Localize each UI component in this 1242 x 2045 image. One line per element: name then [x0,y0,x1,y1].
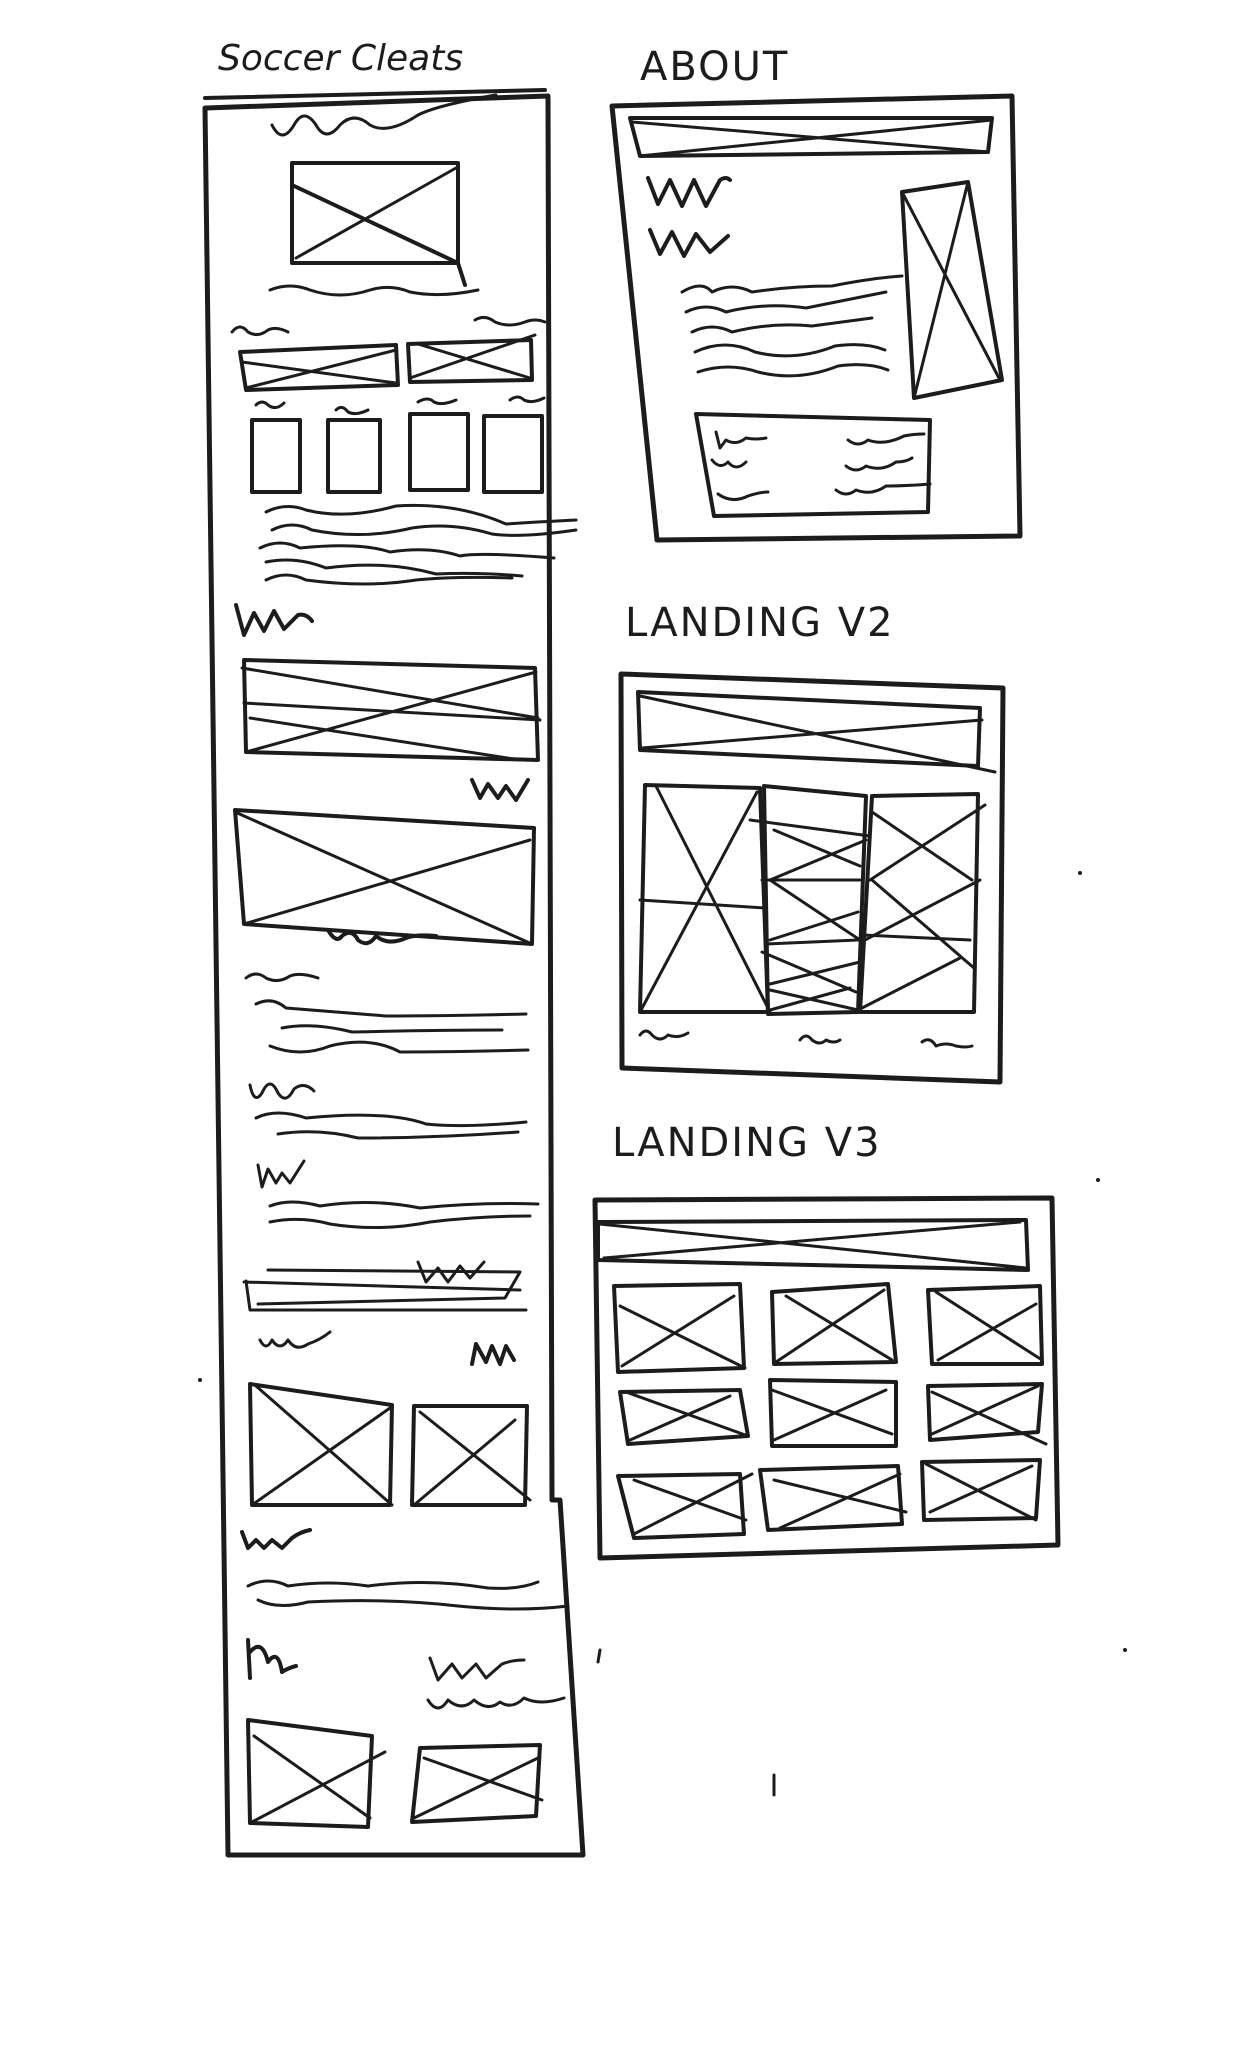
image-placeholder-icon [410,1743,544,1824]
image-placeholder-icon [406,333,537,384]
image-placeholder-icon [238,343,400,392]
image-placeholder-icon [858,792,987,1014]
landing-v3-title: LANDING V3 [612,1120,882,1166]
image-placeholder-icon [233,808,536,946]
image-placeholder-icon [618,1388,750,1446]
soccer-cleats-title: Soccer Cleats [218,38,464,79]
image-placeholder-icon [926,1284,1044,1366]
image-placeholder-icon [240,658,542,762]
image-placeholder-icon [612,1282,747,1374]
image-placeholder-icon [926,1382,1048,1446]
image-placeholder-icon [768,1378,898,1448]
image-placeholder-icon [248,1382,394,1507]
image-placeholder-icon [246,1718,387,1829]
about-title: ABOUT [640,44,790,90]
stray-marks [198,871,1127,1797]
image-placeholder-icon [748,784,872,1016]
image-placeholder-icon [410,1404,532,1507]
image-placeholder-icon [920,1458,1042,1522]
image-placeholder-icon [290,161,467,287]
image-placeholder-icon [616,1472,754,1540]
soccer-cleats-wireframe [202,88,586,1858]
image-placeholder-icon [758,1464,908,1532]
product-card-row [250,395,546,494]
landing-v2-wireframe [618,671,1006,1085]
landing-v3-wireframe [592,1195,1061,1561]
image-placeholder-icon [900,180,1004,400]
landing-v2-title: LANDING V2 [625,600,895,646]
image-placeholder-icon [770,1282,898,1366]
about-wireframe [609,93,1023,543]
